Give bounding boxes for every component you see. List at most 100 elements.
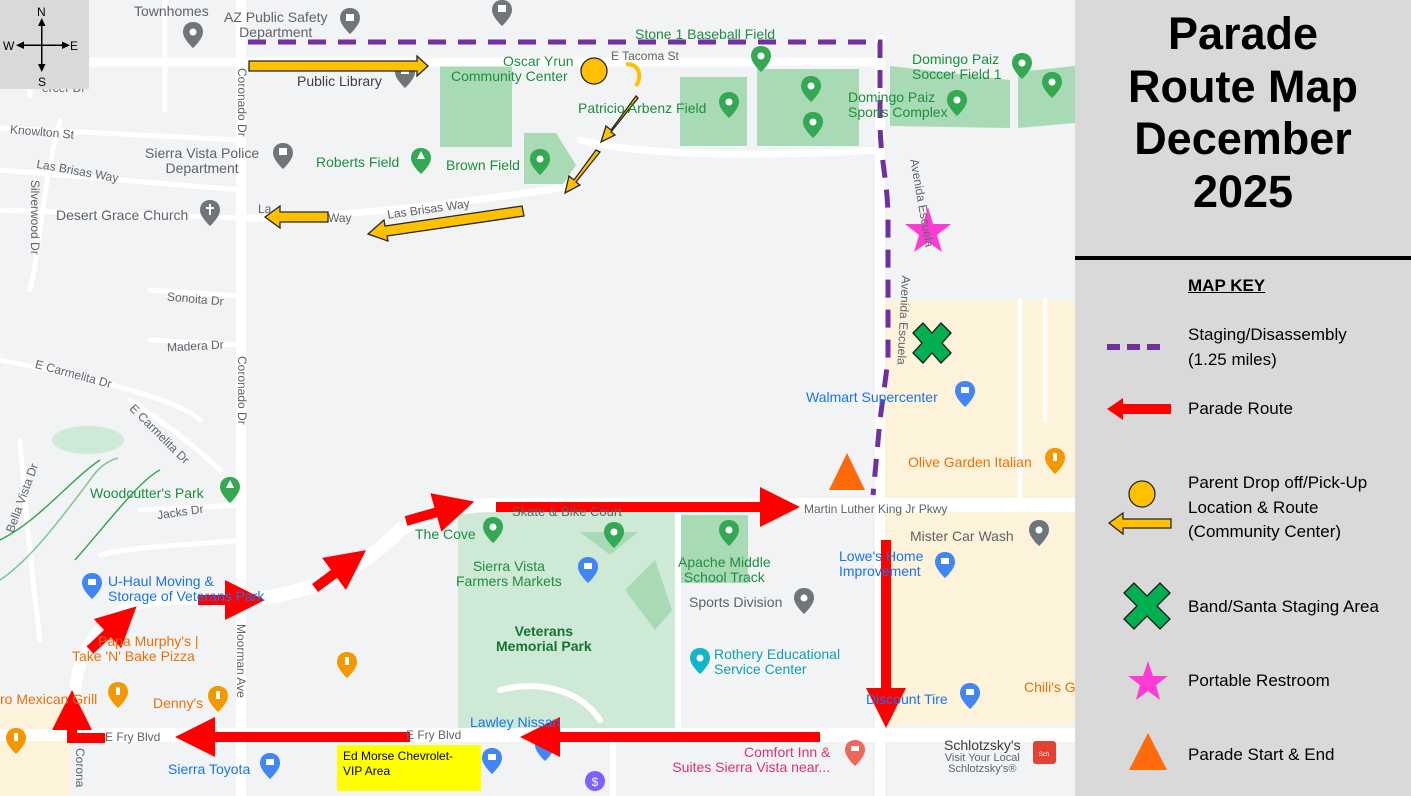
parent-dropoff-location[interactable] bbox=[580, 57, 608, 85]
place-label: Sierra Toyota bbox=[168, 761, 251, 777]
road-label: Martin Luther King Jr Pkwy bbox=[804, 502, 948, 516]
place-label: Lawley Nissan bbox=[470, 714, 561, 730]
yellow-arrow bbox=[366, 205, 525, 242]
place-label: Roberts Field bbox=[316, 154, 400, 170]
road-label: La bbox=[258, 202, 272, 216]
place-label: Walmart Supercenter bbox=[806, 389, 938, 405]
svg-text:$: $ bbox=[592, 775, 599, 789]
place-label: Discount Tire bbox=[866, 691, 948, 707]
compass-w: W bbox=[3, 39, 15, 53]
key-label-parade-start-end: Parade Start & End bbox=[1188, 745, 1335, 764]
place-label: Olive Garden Italian bbox=[908, 454, 1032, 470]
restaurant-pin-icon[interactable] bbox=[1045, 448, 1065, 474]
route-overlay bbox=[52, 39, 952, 757]
place-label: Stone 1 Baseball Field bbox=[635, 26, 776, 42]
place-label: Woodcutter's Park bbox=[90, 485, 204, 501]
church-pin-icon[interactable] bbox=[200, 200, 220, 226]
shopping-pin-icon[interactable] bbox=[482, 748, 502, 774]
road-label: E Tacoma St bbox=[611, 49, 679, 63]
red-arrow bbox=[52, 690, 105, 743]
parade-start-end-triangle[interactable] bbox=[829, 453, 865, 490]
park-pin-icon[interactable] bbox=[719, 92, 739, 118]
place-label: Comfort Inn &Suites Sierra Vista near... bbox=[672, 744, 831, 775]
public-safety-pin-icon[interactable] bbox=[340, 8, 360, 34]
park-pin-icon[interactable] bbox=[604, 522, 624, 548]
hotel-pin-icon[interactable] bbox=[845, 740, 865, 766]
tree-pin-icon[interactable] bbox=[411, 148, 431, 174]
education-pin-icon[interactable] bbox=[690, 648, 710, 674]
restaurant-pin-icon[interactable] bbox=[337, 652, 357, 678]
market-pin-icon[interactable] bbox=[578, 557, 598, 583]
parent-dropoff-route bbox=[248, 54, 642, 242]
place-label: Chili's G bbox=[1024, 679, 1075, 695]
red-arrow bbox=[86, 606, 137, 654]
parade-route bbox=[52, 487, 906, 757]
compass-s: S bbox=[38, 75, 47, 89]
tree-pin-icon[interactable] bbox=[220, 477, 240, 503]
park-pin-icon[interactable] bbox=[1042, 72, 1062, 98]
shopping-pin-icon[interactable] bbox=[960, 683, 980, 709]
key-label-restroom: Portable Restroom bbox=[1188, 671, 1330, 690]
map-pin-icon[interactable] bbox=[1029, 520, 1049, 546]
legend-panel: Parade Route Map December 2025 MAP KEY S… bbox=[1075, 0, 1411, 796]
shopping-pin-icon[interactable] bbox=[935, 552, 955, 578]
red-arrow bbox=[404, 493, 475, 532]
panel-divider bbox=[1075, 256, 1411, 260]
road-label: Silverwood Dr bbox=[28, 180, 42, 255]
shopping-pin-icon[interactable] bbox=[82, 573, 102, 599]
place-label: U-Haul Moving &Storage of Veterans Park bbox=[108, 573, 265, 604]
yellow-arrow bbox=[263, 204, 329, 230]
svg-text:Sch: Sch bbox=[1039, 752, 1049, 758]
key-label-parent-dropoff: Parent Drop off/Pick-Up Location & Route… bbox=[1188, 473, 1368, 542]
compass-arrows-icon bbox=[16, 18, 70, 72]
shopping-pin-icon[interactable] bbox=[955, 381, 975, 407]
parent-dropoff-icon bbox=[1107, 480, 1172, 536]
band-santa-staging-x[interactable] bbox=[912, 322, 952, 364]
place-label: Patricio Arbenz Field bbox=[578, 100, 707, 116]
road-label: Coronado Dr bbox=[235, 356, 249, 425]
place-label: Papa Murphy's |Take 'N' Bake Pizza bbox=[72, 633, 199, 664]
page-title: Parade Route Map December 2025 bbox=[1128, 8, 1358, 217]
park-pin-icon[interactable] bbox=[719, 520, 739, 546]
place-label: Brown Field bbox=[446, 157, 520, 173]
road-label: Way bbox=[328, 211, 352, 225]
pink-star-icon bbox=[1128, 661, 1168, 700]
road-label: Corona bbox=[73, 748, 87, 788]
park-pin-icon[interactable] bbox=[530, 149, 550, 175]
place-label: Public Library bbox=[297, 73, 382, 89]
police-pin-icon[interactable] bbox=[273, 143, 293, 169]
portable-restroom-star[interactable] bbox=[905, 207, 951, 252]
place-label: Sports Division bbox=[689, 594, 783, 610]
yellow-arrow bbox=[625, 62, 642, 88]
restaurant-pin-icon[interactable] bbox=[208, 686, 228, 712]
park-pin-icon[interactable] bbox=[947, 90, 967, 116]
key-label-parade-route: Parade Route bbox=[1188, 399, 1293, 418]
dollar-pin-icon[interactable]: $ bbox=[585, 771, 605, 791]
place-label: Mister Car Wash bbox=[910, 528, 1014, 544]
park-pin-icon[interactable] bbox=[1012, 53, 1032, 79]
orange-triangle-icon bbox=[1129, 733, 1167, 770]
place-label: Desert Grace Church bbox=[56, 207, 189, 223]
park-pin-icon[interactable] bbox=[483, 517, 503, 543]
place-label: Skate & Bike Court bbox=[512, 504, 622, 519]
park-pin-icon[interactable] bbox=[801, 76, 821, 102]
compass-e: E bbox=[70, 39, 79, 53]
restaurant-pin-icon[interactable] bbox=[6, 728, 26, 754]
park-area bbox=[680, 77, 747, 146]
shopping-pin-icon[interactable] bbox=[260, 753, 280, 779]
parade-route-map[interactable]: $ Sch bbox=[0, 0, 1075, 796]
yellow-arrow bbox=[248, 54, 429, 78]
park-pin-icon[interactable] bbox=[751, 46, 771, 72]
restaurant-pin-icon[interactable] bbox=[108, 682, 128, 708]
map-pin-icon[interactable] bbox=[183, 22, 203, 48]
road-label: Coronado Dr bbox=[235, 68, 249, 137]
schlotzskys-logo[interactable]: Sch bbox=[1033, 741, 1056, 764]
compass-n: N bbox=[37, 5, 46, 19]
landmark-pin-icon[interactable] bbox=[492, 0, 512, 26]
map-pin-icon[interactable] bbox=[794, 588, 814, 614]
park-pin-icon[interactable] bbox=[803, 112, 823, 138]
green-x-icon bbox=[1123, 582, 1171, 630]
